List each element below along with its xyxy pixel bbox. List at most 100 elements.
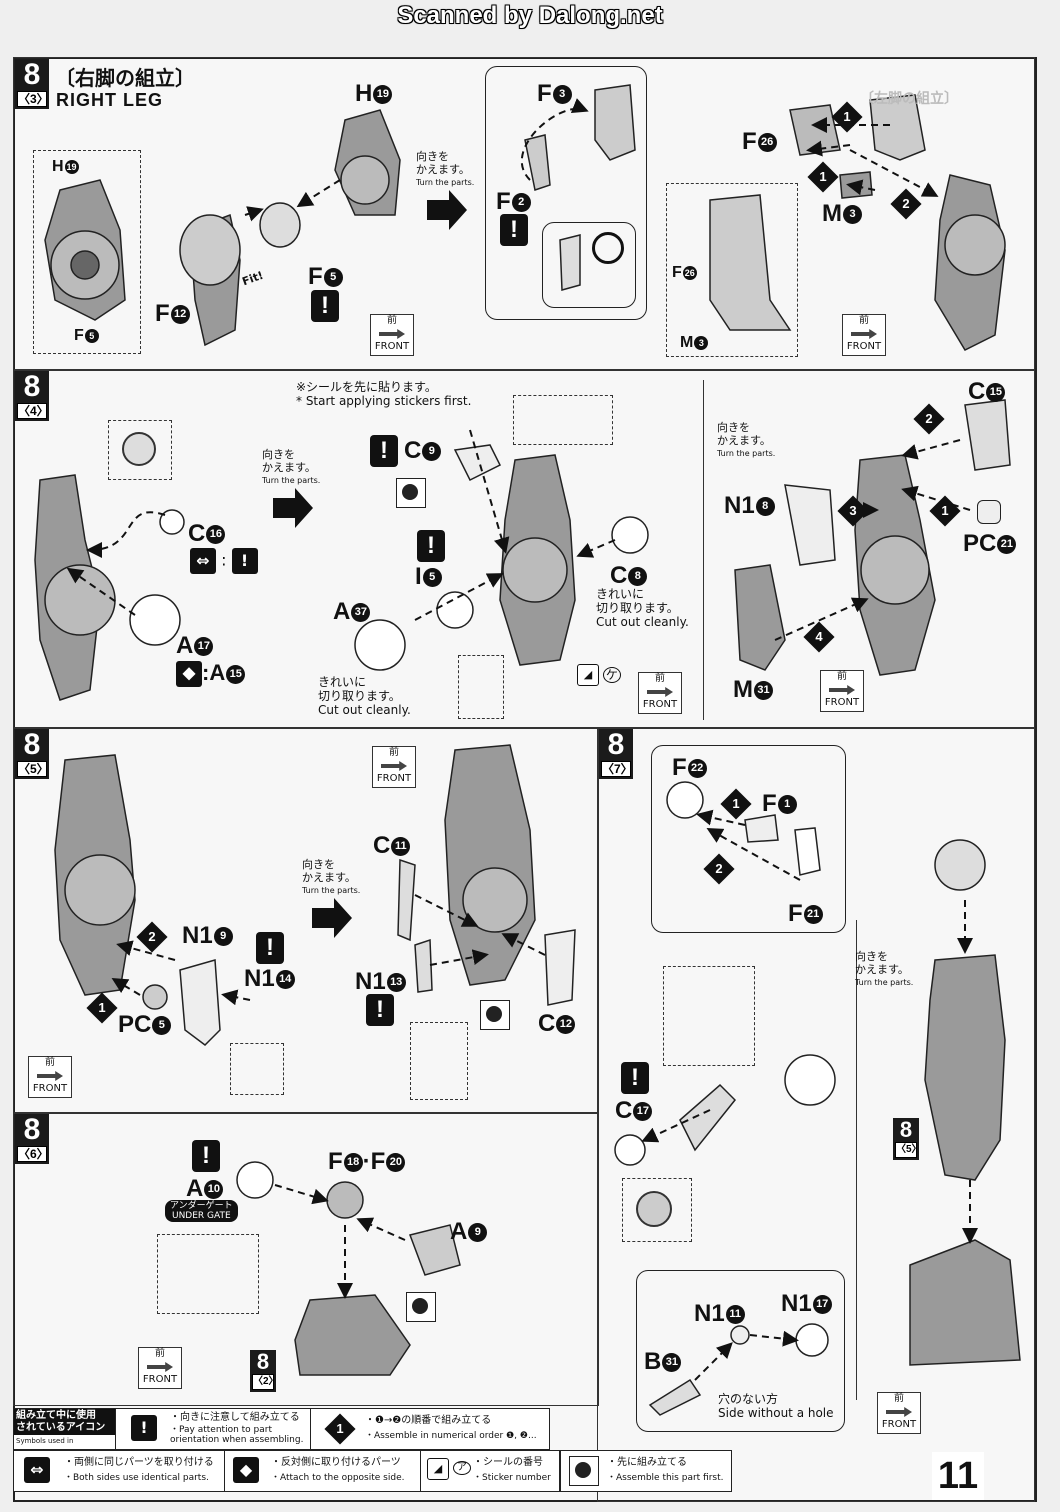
order-step-icon: 2 <box>136 921 168 953</box>
turn-note: 向きを かえます。Turn the parts. <box>717 421 776 458</box>
step-number: 8〈4〉 <box>15 371 49 421</box>
order-step-icon: 1 <box>929 495 961 527</box>
warning-icon: ! <box>370 435 398 467</box>
step-number: 8〈5〉 <box>15 729 49 779</box>
order-step-icon: 2 <box>703 853 735 885</box>
instruction-page <box>13 57 1037 1502</box>
detail-box <box>230 1043 284 1095</box>
warning-icon: ! <box>192 1140 220 1172</box>
legend-assemble-first: ・先に組み立てる ・Assemble this part first. <box>560 1450 732 1492</box>
step-8-5-panel <box>13 727 599 1114</box>
prohibited-icon <box>592 232 624 264</box>
warning-icon: ! <box>366 994 394 1026</box>
step-title-en: RIGHT LEG <box>56 90 163 110</box>
detail-box <box>33 150 141 354</box>
cut-note: きれいに 切り取ります。Cut out cleanly. <box>318 675 411 717</box>
detail-box <box>458 655 504 719</box>
legend-orientation: ! ・向きに注意して組み立てる ・Pay attention to part o… <box>115 1408 312 1450</box>
turn-note: 向きを かえます。Turn the parts. <box>416 150 475 187</box>
step-number: 8〈3〉 <box>15 59 49 109</box>
detail-box <box>410 1022 468 1100</box>
warning-icon: ! <box>621 1062 649 1094</box>
detail-box <box>622 1178 692 1242</box>
detail-box <box>666 183 798 357</box>
warning-icon: ! <box>500 214 528 246</box>
mirror-title-jp: 〔左脚の組立〕 <box>860 91 958 107</box>
order-step-icon: 3 <box>837 495 869 527</box>
scan-credit: Scanned by Dalong.net <box>397 2 663 29</box>
both-sides-icon: ⇔ : ! <box>190 548 258 574</box>
warning-icon: ! <box>256 932 284 964</box>
assemble-first-icon <box>406 1292 436 1322</box>
subassembly-box <box>485 66 647 320</box>
turn-note: 向きを かえます。Turn the parts. <box>302 858 361 895</box>
symbol-legend-header: 組み立て中に使用 されているアイコン Symbols used in instr… <box>13 1408 117 1457</box>
legend-both-sides: ⇔ ・両側に同じパーツを取り付ける ・Both sides use identi… <box>13 1450 225 1492</box>
step-number: 8〈6〉 <box>15 1114 49 1164</box>
turn-note: 向きを かえます。Turn the parts. <box>262 448 321 485</box>
no-orientation-box <box>542 222 636 308</box>
reference-step: 8〈2〉 <box>250 1350 279 1392</box>
divider <box>856 920 857 1400</box>
order-step-icon: 1 <box>831 101 863 133</box>
detail-box <box>663 966 755 1066</box>
assemble-first-icon <box>480 1000 510 1030</box>
detail-box <box>157 1234 259 1314</box>
subassembly-box <box>636 1270 845 1432</box>
step-title-jp: 〔右脚の組立〕 <box>55 66 195 90</box>
page-number: 11 <box>932 1452 984 1500</box>
detail-part <box>122 432 156 466</box>
order-step-icon: 2 <box>890 188 922 220</box>
step-8-7-panel <box>597 727 1035 1502</box>
order-step-icon: 4 <box>803 621 835 653</box>
sticker-first-note: ※シールを先に貼ります。* Start applying stickers fi… <box>296 380 472 408</box>
legend-opposite-side: ◆ ・反対側に取り付けるパーツ ・Attach to the opposite … <box>224 1450 421 1492</box>
order-step-icon: 1 <box>86 992 118 1024</box>
cut-note: きれいに 切り取ります。Cut out cleanly. <box>596 587 689 629</box>
turn-note: 向きを かえます。Turn the parts. <box>855 950 914 987</box>
step-8-3-panel <box>13 57 1035 371</box>
detail-box <box>513 395 613 445</box>
